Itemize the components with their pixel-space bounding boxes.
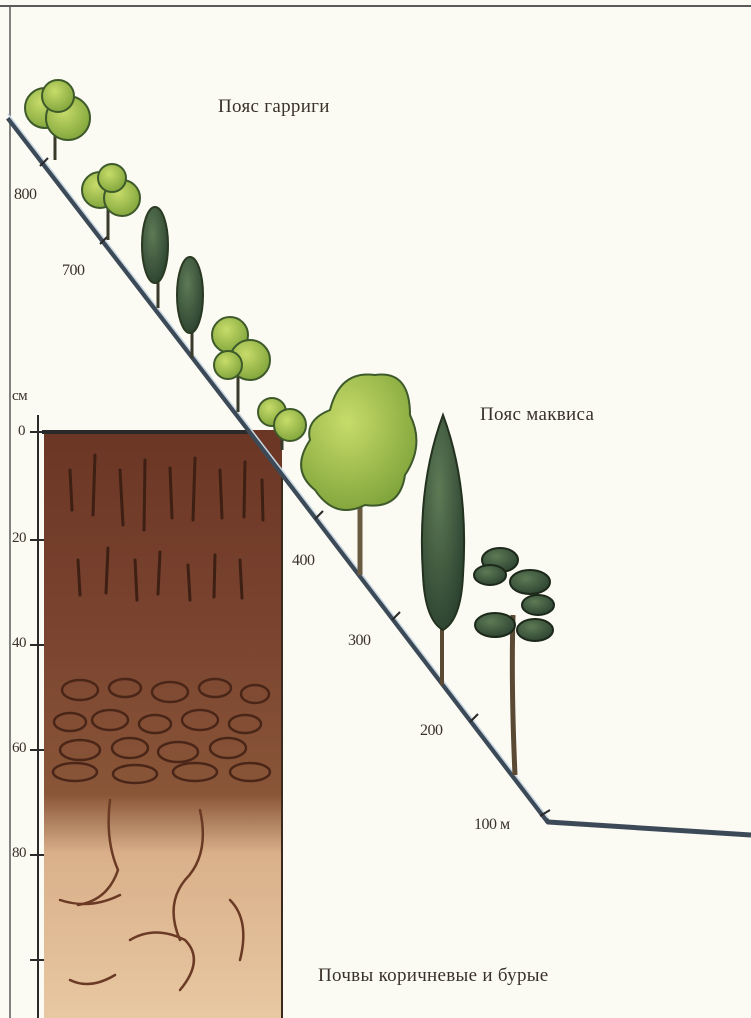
depth-axis bbox=[30, 415, 44, 1018]
altitude-400-label: 400 bbox=[292, 552, 315, 570]
altitude-700-label: 700 bbox=[62, 262, 85, 280]
depth-tick-80: 80 bbox=[12, 845, 26, 862]
depth-tick-20: 20 bbox=[12, 530, 26, 547]
depth-tick-0: 0 bbox=[18, 423, 25, 440]
soil-profile bbox=[42, 430, 282, 1018]
altitude-800-label: 800 bbox=[14, 186, 37, 204]
broadleaf-tree bbox=[301, 374, 416, 575]
altitude-200-label: 200 bbox=[420, 722, 443, 740]
altitude-100-label: 100 м bbox=[474, 816, 510, 834]
cypress-tree bbox=[422, 415, 464, 685]
depth-tick-40: 40 bbox=[12, 635, 26, 652]
soil-block bbox=[44, 430, 282, 1018]
depth-tick-60: 60 bbox=[12, 740, 26, 757]
maquis-belt-label: Пояс маквиса bbox=[480, 404, 594, 426]
soil-type-label: Почвы коричневые и бурые bbox=[318, 965, 549, 987]
garrigue-belt-label: Пояс гарриги bbox=[218, 96, 330, 118]
altitude-300-label: 300 bbox=[348, 632, 371, 650]
depth-unit-label: см bbox=[12, 388, 27, 405]
maquis-trees bbox=[301, 374, 554, 775]
